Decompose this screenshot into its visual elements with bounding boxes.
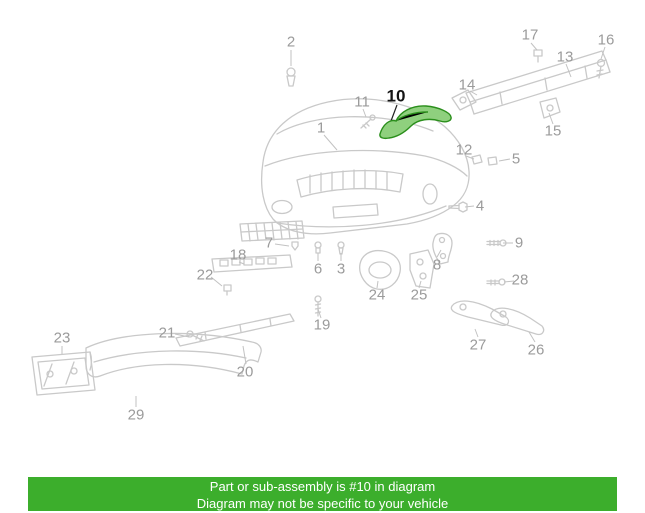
callout-3: 3 bbox=[336, 260, 346, 278]
fasteners-drawing bbox=[186, 49, 606, 342]
callout-12: 12 bbox=[455, 141, 473, 159]
callout-19: 19 bbox=[313, 316, 331, 334]
callout-6: 6 bbox=[313, 260, 323, 278]
callout-10-highlighted: 10 bbox=[386, 86, 406, 106]
stay-brackets-drawing bbox=[450, 300, 545, 336]
beam-bracket-14 bbox=[451, 89, 477, 111]
molding-drawing bbox=[175, 313, 295, 347]
grille-strip-drawing bbox=[211, 254, 293, 273]
banner-line2: Diagram may not be specific to your vehi… bbox=[196, 496, 449, 511]
license-bracket-drawing bbox=[31, 351, 96, 396]
banner-line1: Part or sub-assembly is #10 in diagram bbox=[209, 479, 436, 494]
callout-7: 7 bbox=[264, 234, 274, 252]
callout-2: 2 bbox=[286, 33, 296, 51]
callout-13: 13 bbox=[556, 48, 574, 66]
impact-beam-drawing bbox=[451, 50, 611, 119]
callout-26: 26 bbox=[527, 341, 545, 359]
fog-bezel-drawing bbox=[359, 249, 401, 290]
callout-18: 18 bbox=[229, 246, 247, 264]
beam-stay-15 bbox=[539, 97, 561, 119]
callout-8: 8 bbox=[432, 256, 442, 274]
callout-9: 9 bbox=[514, 234, 524, 252]
callout-20: 20 bbox=[236, 363, 254, 381]
callout-24: 24 bbox=[368, 286, 386, 304]
callout-15: 15 bbox=[544, 122, 562, 140]
callout-28: 28 bbox=[511, 271, 529, 289]
callout-22: 22 bbox=[196, 266, 214, 284]
callout-17: 17 bbox=[521, 26, 539, 44]
callout-11: 11 bbox=[354, 93, 370, 111]
callout-16: 16 bbox=[597, 31, 615, 49]
side-bracket-drawing bbox=[432, 232, 453, 265]
callout-21: 21 bbox=[158, 324, 176, 342]
fog-bracket-drawing bbox=[409, 249, 435, 289]
callout-29: 29 bbox=[127, 406, 145, 424]
callout-14: 14 bbox=[458, 76, 476, 94]
callout-5: 5 bbox=[511, 150, 521, 168]
callout-1: 1 bbox=[316, 119, 326, 137]
leader-lines bbox=[61, 42, 606, 407]
callout-27: 27 bbox=[469, 336, 487, 354]
availability-banner: Part or sub-assembly is #10 in diagram D… bbox=[28, 477, 617, 511]
highlighted-part-10 bbox=[379, 105, 452, 140]
callout-4: 4 bbox=[475, 197, 485, 215]
callout-25: 25 bbox=[410, 286, 428, 304]
mesh-panel-drawing bbox=[239, 220, 305, 242]
callout-23: 23 bbox=[53, 329, 71, 347]
